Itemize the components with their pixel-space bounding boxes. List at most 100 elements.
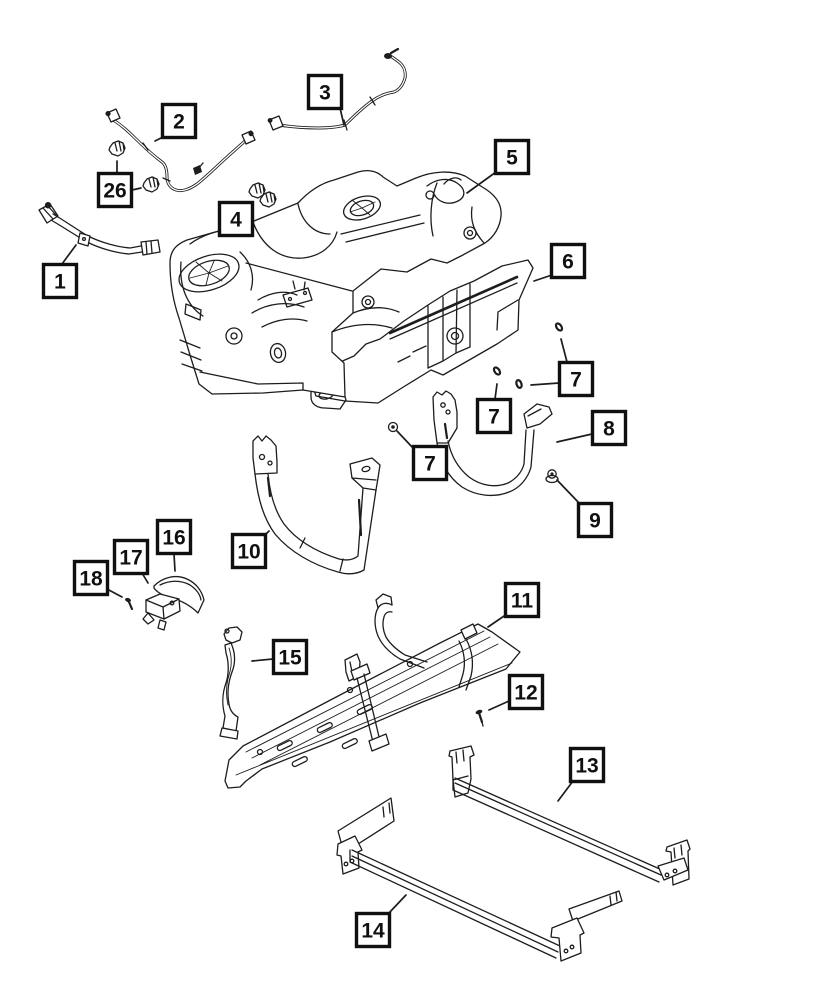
callout-number: 3 xyxy=(319,82,331,105)
leader-line xyxy=(106,588,123,598)
callout-7: 7 xyxy=(396,430,449,482)
leader-line xyxy=(339,107,345,126)
heat-shield-part6 xyxy=(310,259,534,410)
leader-line xyxy=(488,700,510,711)
callout-box-17[interactable] xyxy=(112,538,150,576)
crossmember-part13 xyxy=(448,745,691,886)
leader-line xyxy=(387,894,407,915)
callout-2: 2 xyxy=(154,102,198,142)
callout-number: 16 xyxy=(162,527,185,550)
leader-line xyxy=(61,244,77,265)
callout-17: 17 xyxy=(112,538,150,584)
callout-number: 10 xyxy=(237,541,260,564)
callout-13: 13 xyxy=(557,746,606,802)
callout-number: 1 xyxy=(54,271,66,294)
callout-box-5[interactable] xyxy=(493,138,531,176)
callout-number: 4 xyxy=(230,209,242,232)
callout-box-7[interactable] xyxy=(475,397,513,435)
leader-line xyxy=(556,433,593,443)
leader-line xyxy=(466,171,497,194)
callout-12: 12 xyxy=(488,673,545,711)
callout-box-6[interactable] xyxy=(549,242,587,280)
callout-box-16[interactable] xyxy=(155,518,193,556)
callout-1: 1 xyxy=(41,244,79,300)
callout-number: 5 xyxy=(506,147,518,170)
callout-10: 10 xyxy=(230,530,270,570)
callout-15: 15 xyxy=(251,638,309,676)
callout-6: 6 xyxy=(533,242,587,282)
part-drawings xyxy=(38,47,691,962)
tank-strap-part8 xyxy=(432,390,553,497)
tank-strap-part10 xyxy=(252,435,381,575)
callout-box-9[interactable] xyxy=(576,501,614,539)
callout-number: 8 xyxy=(603,418,615,441)
fuel-line-part2 xyxy=(105,108,256,193)
skid-plate-part11 xyxy=(224,593,521,789)
callout-number: 18 xyxy=(79,568,103,591)
callout-number: 2 xyxy=(173,111,185,134)
callout-number: 6 xyxy=(562,251,574,274)
callout-number: 7 xyxy=(424,453,436,476)
callout-box-14[interactable] xyxy=(354,911,392,949)
leader-line xyxy=(494,383,498,400)
callout-14: 14 xyxy=(354,894,407,949)
callout-box-18[interactable] xyxy=(72,559,110,597)
screw-part12 xyxy=(475,709,484,727)
callout-box-3[interactable] xyxy=(306,73,344,111)
callout-3: 3 xyxy=(306,73,345,126)
leader-line xyxy=(396,430,414,449)
callout-box-13[interactable] xyxy=(568,746,606,784)
callout-box-12[interactable] xyxy=(507,673,545,711)
callout-number: 14 xyxy=(361,920,385,943)
sensor-part17 xyxy=(142,593,181,631)
leader-line xyxy=(173,553,176,572)
callout-number: 7 xyxy=(488,406,500,429)
callout-16: 16 xyxy=(155,518,193,572)
callout-box-2[interactable] xyxy=(160,102,198,140)
callout-26: 26 xyxy=(96,160,142,209)
leader-line xyxy=(557,780,574,802)
callout-box-15[interactable] xyxy=(271,638,309,676)
callout-number: 17 xyxy=(119,547,142,570)
support-bracket-part15 xyxy=(219,626,243,740)
callout-box-7[interactable] xyxy=(411,444,449,482)
leader-line xyxy=(560,338,568,363)
clip-pair-4 xyxy=(248,182,277,208)
callout-number: 15 xyxy=(278,647,302,670)
callout-number: 26 xyxy=(103,180,126,203)
filler-tube-part1 xyxy=(38,202,161,256)
strap-nut-part9 xyxy=(545,469,559,484)
callout-11: 11 xyxy=(487,581,541,628)
callout-box-10[interactable] xyxy=(230,532,268,570)
callout-box-1[interactable] xyxy=(41,262,79,300)
callout-7: 7 xyxy=(530,338,595,398)
callout-5: 5 xyxy=(466,138,531,194)
callout-box-11[interactable] xyxy=(503,581,541,619)
clip-pair-26 xyxy=(108,140,160,193)
callout-18: 18 xyxy=(72,559,123,598)
leader-line xyxy=(131,187,142,191)
callout-box-4[interactable] xyxy=(217,200,255,238)
fasteners-part7 xyxy=(387,322,564,433)
screw-part18 xyxy=(125,597,134,611)
callout-box-8[interactable] xyxy=(590,409,628,447)
leader-line xyxy=(556,479,581,505)
callout-9: 9 xyxy=(556,479,614,539)
callout-number: 13 xyxy=(575,755,598,778)
callout-number: 7 xyxy=(570,369,582,392)
callout-number: 11 xyxy=(511,590,534,613)
leader-line xyxy=(251,658,274,662)
callout-box-7[interactable] xyxy=(557,360,595,398)
callout-number: 9 xyxy=(589,510,601,533)
callout-4: 4 xyxy=(217,200,255,238)
leader-line xyxy=(533,274,553,282)
vent-line-part3 xyxy=(267,47,407,131)
callout-box-26[interactable] xyxy=(96,171,134,209)
crossmember-part14 xyxy=(336,797,623,962)
leader-line xyxy=(530,382,560,386)
callout-8: 8 xyxy=(556,409,628,447)
callout-number: 12 xyxy=(514,682,537,705)
